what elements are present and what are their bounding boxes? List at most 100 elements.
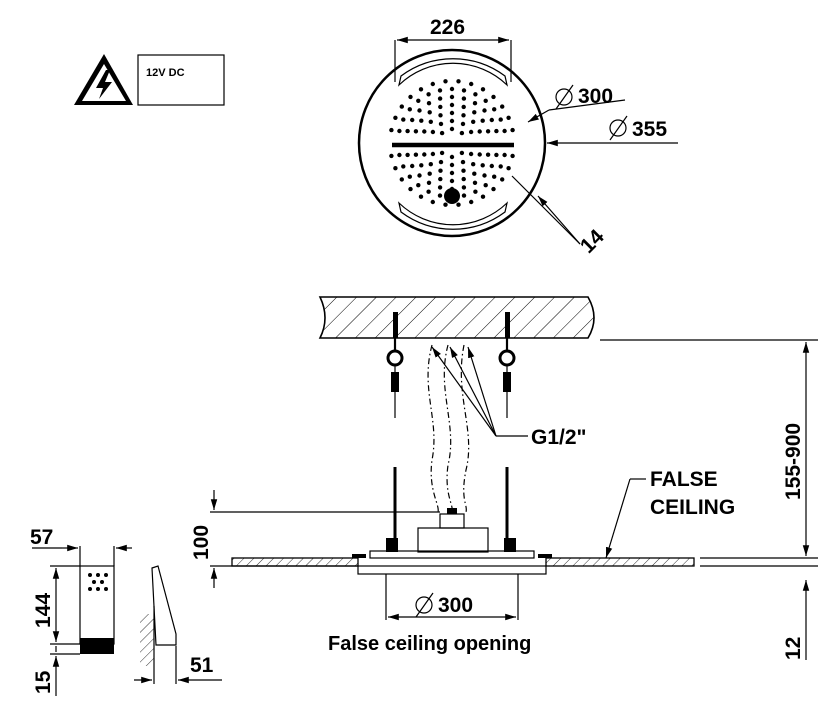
nozzle-dot [460,159,466,165]
nozzle-dot [456,202,461,207]
nozzle-dot [437,88,443,93]
nozzle-dot [418,194,424,199]
nozzle-dot [399,104,404,109]
nozzle-dot [426,101,432,106]
nozzle-dot [437,96,443,101]
nozzle-dot [410,163,415,169]
nozzle-dot [449,170,455,176]
nozzle-dot [449,178,455,184]
dim-opening: 300 False ceiling opening [328,574,531,655]
nozzle-dot [430,199,435,205]
nozzle-dot [449,94,455,100]
nozzle-dot [510,127,515,133]
nozzle-dot [489,117,494,123]
nozzle-dot [438,176,443,182]
flexible-hoses [427,344,470,513]
nozzle-dot [439,150,445,156]
dim-box-base: 15 [32,646,80,696]
false-ceiling-callout: FALSE CEILING [605,468,735,559]
nozzle-dot [494,128,499,134]
structural-ceiling [318,296,595,339]
nozzle-dot [417,173,422,178]
diameter-symbol-icon [555,84,574,110]
nozzle-dot [477,129,482,134]
nozzle-dot [510,153,515,159]
nozzle-dot [498,117,503,122]
dim-thickness-14: 14 [511,175,609,258]
nozzle-dot [393,166,398,171]
dim-diameter-inner-label: 300 [578,85,613,108]
nozzle-dot [427,171,432,176]
nozzle-dot [482,173,487,178]
nozzle-dot [492,107,497,112]
nozzle-dot [407,174,412,179]
voltage-label-box: 12V DC [137,54,225,106]
nozzle-dot [426,180,432,185]
nozzle-dot [506,115,511,121]
nozzle-dot [469,81,474,87]
diameter-symbol-icon [609,115,628,141]
nozzle-dot [419,118,424,123]
nozzle-dot [438,168,443,173]
nozzle-dot [430,81,435,87]
nozzle-dot [480,163,485,168]
nozzle-dot [460,121,466,127]
nozzle-dot [500,177,505,182]
nozzle-dot [461,185,467,190]
nozzle-dot [483,183,488,188]
nozzle-dot [477,152,482,157]
nozzle-dot [480,87,486,92]
nozzle-dot [422,129,427,134]
nozzle-dot [401,164,406,169]
nozzle-dot [468,129,474,135]
nozzle-dot [449,86,455,92]
nozzle-dot [438,113,443,118]
nozzle-dot [438,121,444,127]
hanger-left [386,312,404,418]
false-ceiling-label-2: CEILING [650,496,735,519]
nozzle-dot [461,176,466,182]
nozzle-dot [427,110,432,115]
nozzle-dot [492,174,497,179]
nozzle-dot [459,150,465,156]
nozzle-dot [419,163,424,168]
nozzle-dot [483,98,488,104]
nozzle-dot [449,154,455,160]
light-sensor [444,188,460,204]
nozzle-dot [397,152,402,158]
dim-height-label: 100 [190,525,213,560]
dim-height: 100 [190,490,440,588]
nozzle-dot [449,118,455,124]
nozzle-dot [443,79,448,84]
nozzle-dot [485,129,491,134]
nozzle-dot [449,102,455,108]
nozzle-dot [413,129,419,134]
dim-diameter-355: 355 [547,115,678,147]
nozzle-dot [472,171,477,176]
nozzle-dot [461,96,467,101]
dim-box-depth: 51 [134,646,222,684]
nozzle-dot [500,104,505,109]
connection-label: G1/2" [531,426,586,449]
dim-diameter-outer-label: 355 [632,118,667,141]
nozzle-dot [502,152,507,158]
nozzle-dot [399,177,404,182]
nozzle-dot [461,113,466,118]
hanger-right [498,312,516,418]
nozzle-dot [449,162,455,168]
dim-box-height-label: 144 [32,593,55,628]
dim-width-label: 226 [430,16,465,39]
nozzle-dot [437,193,443,198]
nozzle-pattern [389,79,515,207]
nozzle-dot [461,88,467,93]
nozzle-dot [389,153,394,159]
nozzle-dot [389,127,394,133]
nozzle-dot [502,128,507,134]
nozzle-dot [491,186,496,192]
dim-box-base-label: 15 [32,670,55,694]
nozzle-dot [422,152,427,157]
shower-head-top-view [357,48,547,238]
shower-head-side-view [352,508,552,575]
dim-panel-label: 12 [782,637,805,660]
